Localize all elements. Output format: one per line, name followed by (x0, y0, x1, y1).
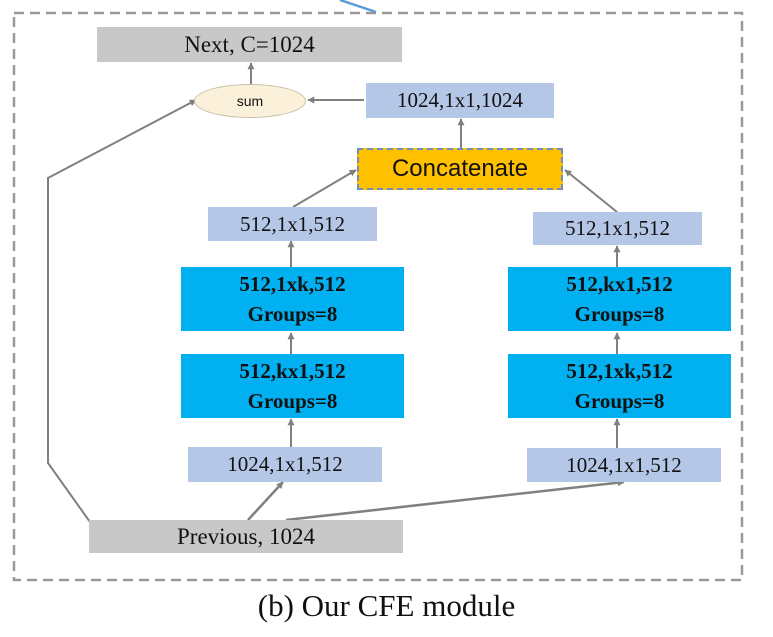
arrow-left-to-concat (292, 169, 357, 208)
left-conv-first-kernel: 512,kx1,512 (239, 359, 346, 383)
incoming-arrow-stub (339, 0, 377, 14)
sum-node: sum (194, 84, 306, 118)
right-proj-in: 1024,1x1,512 (527, 448, 721, 482)
left-conv-second: 512,1xk,512 Groups=8 (181, 267, 404, 331)
left-proj-out: 512,1x1,512 (208, 207, 377, 241)
right-conv-first-groups: Groups=8 (574, 389, 665, 413)
right-conv-second-groups: Groups=8 (574, 302, 665, 326)
right-conv-first: 512,1xk,512 Groups=8 (508, 354, 731, 418)
right-proj-out: 512,1x1,512 (533, 212, 702, 245)
left-conv-first: 512,kx1,512 Groups=8 (181, 354, 404, 418)
right-conv-first-kernel: 512,1xk,512 (566, 359, 673, 383)
shortcut-arrow (47, 99, 197, 523)
concatenate-node: Concatenate (357, 148, 563, 190)
left-conv-second-groups: Groups=8 (247, 302, 338, 326)
arrow-prev-to-left (247, 481, 284, 521)
output-node: Next, C=1024 (97, 27, 402, 62)
left-proj-in: 1024,1x1,512 (188, 447, 382, 482)
top-conv-1x1: 1024,1x1,1024 (366, 83, 554, 118)
left-conv-second-kernel: 512,1xk,512 (239, 272, 346, 296)
left-conv-first-groups: Groups=8 (247, 389, 338, 413)
right-conv-second: 512,kx1,512 Groups=8 (508, 267, 731, 331)
figure-caption: (b) Our CFE module (257, 588, 516, 623)
right-conv-second-kernel: 512,kx1,512 (566, 272, 673, 296)
arrow-right-to-concat (564, 169, 618, 213)
module-frame (12, 11, 744, 582)
arrow-prev-to-right (285, 479, 625, 522)
input-node: Previous, 1024 (89, 520, 403, 553)
